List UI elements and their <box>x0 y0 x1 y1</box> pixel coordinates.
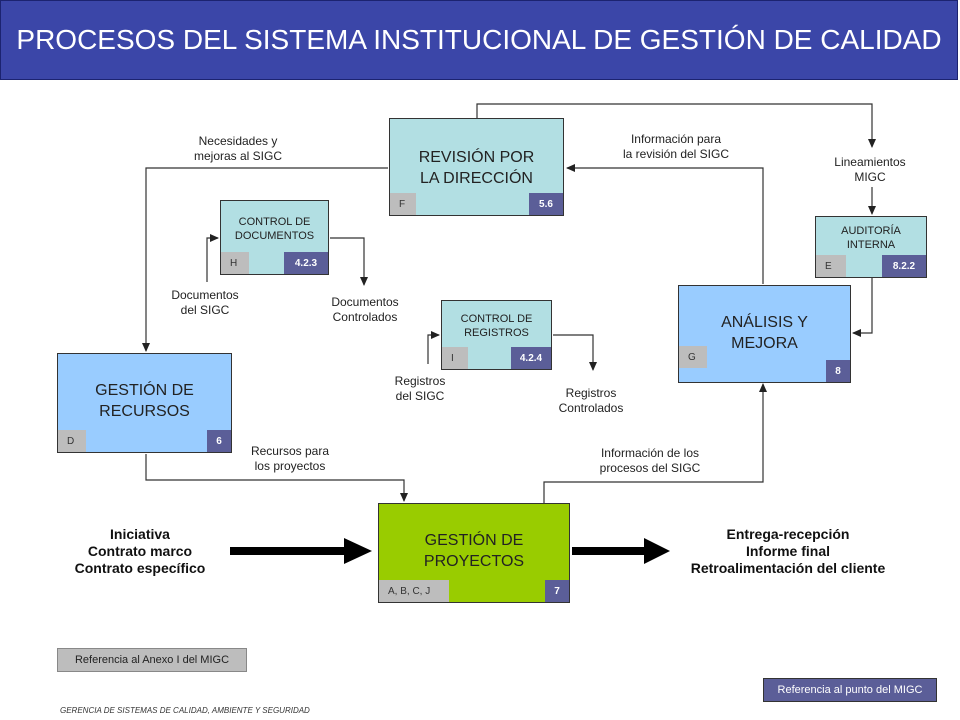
box-control-registros-ref: 4.2.4 <box>511 347 551 369</box>
output-arrow-head <box>644 538 670 564</box>
note-necesidades: Necesidades y mejoras al SIGC <box>193 134 283 163</box>
note-info-revision: Información para la revisión del SIGC <box>622 132 730 161</box>
line-regs-in <box>427 331 440 364</box>
box-control-documentos-label: CONTROL DE DOCUMENTOS <box>234 216 315 242</box>
box-auditoria-letter: E <box>816 255 846 277</box>
box-auditoria-interna[interactable]: AUDITORÍA INTERNA E 8.2.2 <box>815 216 927 278</box>
page-title: PROCESOS DEL SISTEMA INSTITUCIONAL DE GE… <box>16 24 942 55</box>
box-revision-letter: F <box>390 193 416 215</box>
box-control-documentos-ref: 4.2.3 <box>284 252 328 274</box>
box-analisis-mejora[interactable]: ANÁLISIS Y MEJORA G 8 <box>678 285 851 383</box>
box-auditoria-label: AUDITORÍA INTERNA <box>841 225 901 251</box>
box-control-documentos-letter: H <box>221 252 249 274</box>
legend-point-text: Referencia al punto del MIGC <box>777 684 923 696</box>
note-registros-controlados: Registros Controlados <box>558 386 624 415</box>
box-proyectos-ref: 7 <box>545 580 569 602</box>
box-proyectos-letter: A, B, C, J <box>379 580 449 602</box>
line-regs-out <box>553 334 597 371</box>
legend-annex-text: Referencia al Anexo I del MIGC <box>74 654 230 666</box>
line-auditoria-to-analisis <box>852 278 873 337</box>
note-lineamientos: Lineamientos MIGC <box>834 155 906 184</box>
box-recursos-ref: 6 <box>207 430 231 452</box>
inputs-text: Iniciativa Contrato marco Contrato espec… <box>74 526 206 576</box>
legend-point-reference: Referencia al punto del MIGC <box>763 678 937 702</box>
box-recursos-label: GESTIÓN DE RECURSOS <box>95 382 194 420</box>
box-control-documentos[interactable]: CONTROL DE DOCUMENTOS H 4.2.3 <box>220 200 329 275</box>
note-info-procesos: Información de los procesos del SIGC <box>599 446 701 475</box>
line-revision-to-auditoria <box>476 103 876 148</box>
box-auditoria-ref: 8.2.2 <box>882 255 926 277</box>
note-registros-sigc: Registros del SIGC <box>394 374 446 403</box>
legend-annex-reference: Referencia al Anexo I del MIGC <box>57 648 247 672</box>
line-proyectos-to-analisis <box>543 383 767 503</box>
box-revision-direccion[interactable]: REVISIÓN POR LA DIRECCIÓN F 5.6 <box>389 118 564 216</box>
box-recursos-letter: D <box>58 430 86 452</box>
box-analisis-letter: G <box>679 346 707 368</box>
line-docs-in <box>206 234 219 282</box>
box-analisis-ref: 8 <box>826 360 850 382</box>
line-revision-to-recursos <box>142 167 388 352</box>
note-documentos-sigc: Documentos del SIGC <box>171 288 239 317</box>
box-gestion-recursos[interactable]: GESTIÓN DE RECURSOS D 6 <box>57 353 232 453</box>
box-revision-label: REVISIÓN POR LA DIRECCIÓN <box>418 149 535 187</box>
box-proyectos-label: GESTIÓN DE PROYECTOS <box>423 532 525 570</box>
box-revision-ref: 5.6 <box>529 193 563 215</box>
title-bar: PROCESOS DEL SISTEMA INSTITUCIONAL DE GE… <box>0 0 958 80</box>
input-arrow-head <box>344 538 372 564</box>
box-gestion-proyectos[interactable]: GESTIÓN DE PROYECTOS A, B, C, J 7 <box>378 503 570 603</box>
line-analisis-to-revision <box>566 164 764 284</box>
box-control-registros-letter: I <box>442 347 468 369</box>
box-control-registros[interactable]: CONTROL DE REGISTROS I 4.2.4 <box>441 300 552 370</box>
note-recursos-proyectos: Recursos para los proyectos <box>250 444 330 473</box>
note-documentos-controlados: Documentos Controlados <box>331 295 399 324</box>
outputs-text: Entrega-recepción Informe final Retroali… <box>690 526 886 576</box>
footer-text: GERENCIA DE SISTEMAS DE CALIDAD, AMBIENT… <box>60 706 310 715</box>
line-docs-out <box>330 237 368 286</box>
box-analisis-label: ANÁLISIS Y MEJORA <box>721 314 808 352</box>
box-control-registros-label: CONTROL DE REGISTROS <box>460 313 533 339</box>
line-recursos-to-proyectos <box>145 454 408 502</box>
